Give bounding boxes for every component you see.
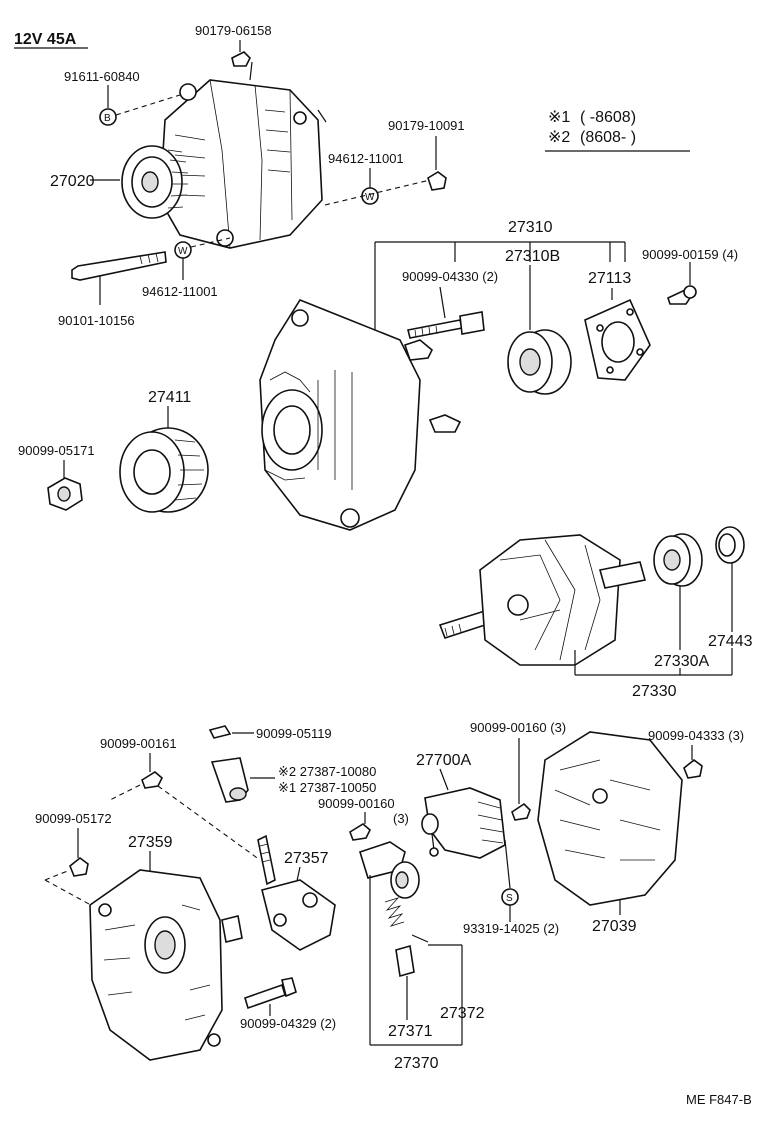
label-27020: 27020 [50, 173, 95, 190]
screw-90099-00161 [141, 753, 163, 789]
cap-90099-05119 [208, 725, 254, 739]
alternator-assembly [121, 61, 327, 249]
leader-91611 [115, 94, 181, 116]
bolt-90101-10156 [71, 251, 167, 305]
footer-code: ME F847-B [686, 1092, 752, 1107]
label-90099-04333: 90099-04333 (3) [648, 728, 744, 743]
legend-note1-mark: ※1 [548, 109, 570, 126]
pulley-27411 [119, 427, 209, 513]
label-90179-06158: 90179-06158 [195, 23, 272, 38]
leader-w-lower [190, 237, 231, 248]
label-27310: 27310 [508, 219, 553, 236]
bracket-27370-lines [369, 875, 463, 1046]
label-90099-05119: 90099-05119 [256, 726, 332, 741]
label-90179-10091: 90179-10091 [388, 118, 465, 133]
cover-27443 [715, 526, 745, 564]
leader-93319 [504, 839, 511, 889]
nut-90179-10091 [427, 136, 447, 191]
screw-90099-00160-a [349, 812, 371, 841]
label-90099-04330: 90099-04330 (2) [402, 269, 498, 284]
label-90099-05171: 90099-05171 [18, 443, 95, 458]
leader-00161-dash-b [157, 785, 261, 861]
label-27387-10080: ※2 27387-10080 [278, 764, 376, 779]
rear-cover-27039 [537, 731, 683, 906]
label-27700a: 27700A [416, 752, 471, 769]
nut-90099-05172 [69, 856, 89, 877]
label-90099-00160-a: 90099-00160 [318, 796, 395, 811]
symbol-w-upper: W [365, 192, 375, 203]
label-94612-11001-upper: 94612-11001 [328, 151, 404, 166]
label-27113: 27113 [588, 270, 631, 287]
legend-note2-mark: ※2 [548, 129, 570, 146]
leader-00161-dash-a [109, 784, 141, 801]
screw-symbol-s: S [501, 888, 519, 906]
label-27039: 27039 [592, 918, 637, 935]
label-90099-00161: 90099-00161 [100, 736, 177, 751]
washer-symbol-w-lower: W [174, 241, 192, 259]
symbol-b: B [104, 113, 111, 124]
legend-note2-range: (8608- ) [580, 129, 636, 146]
stud-90099-04330 [407, 311, 485, 339]
screw-90099-00159 [667, 285, 697, 305]
label-90099-04329: 90099-04329 (2) [240, 1016, 336, 1031]
label-90099-00160-a-qty: (3) [393, 811, 409, 826]
label-27370: 27370 [394, 1055, 439, 1072]
legend-note1-range: ( -8608) [580, 109, 636, 126]
label-27443: 27443 [708, 633, 753, 650]
nut-90179-06158 [231, 40, 251, 67]
label-27411: 27411 [148, 389, 191, 406]
brush-holder-27357 [257, 834, 336, 951]
label-27330a: 27330A [654, 653, 709, 670]
leader-05172-dash-b [44, 869, 71, 881]
label-27359: 27359 [128, 834, 173, 851]
bearing-27330a [653, 533, 703, 587]
nut-90099-05171 [47, 477, 83, 511]
drive-end-frame [259, 299, 462, 531]
retainer-plate-27113 [584, 298, 651, 381]
label-94612-11001-lower: 94612-11001 [142, 284, 218, 299]
bearing-27310b [507, 329, 572, 395]
label-90099-05172: 90099-05172 [35, 811, 112, 826]
label-27330: 27330 [632, 683, 677, 700]
bracket-27310-lines [374, 241, 691, 345]
label-90099-00159: 90099-00159 (4) [642, 247, 738, 262]
rectifier-end-frame-27359 [89, 869, 243, 1061]
leader-05172-dash [44, 879, 101, 911]
rotor-27330 [438, 534, 647, 666]
label-27357: 27357 [284, 850, 329, 867]
legend: ※1 ( -8608) ※2 (8608- ) [545, 109, 690, 152]
label-90099-00160-b: 90099-00160 (3) [470, 720, 566, 735]
label-27371: 27371 [388, 1023, 433, 1040]
rotor-bracket-lines [574, 563, 733, 676]
screw-90099-00160-b [511, 738, 531, 821]
label-93319-14025: 93319-14025 (2) [463, 921, 559, 936]
spec-label: 12V 45A [14, 31, 77, 48]
symbol-w-lower: W [178, 246, 188, 257]
label-91611-60840: 91611-60840 [64, 69, 140, 84]
bolt-90099-04329 [244, 977, 297, 1016]
regulator-27387 [210, 757, 275, 803]
label-27310b: 27310B [505, 248, 560, 265]
terminal-cap-symbol-b: B [99, 108, 117, 126]
label-27387-10050: ※1 27387-10050 [278, 780, 376, 795]
symbol-s: S [506, 893, 513, 904]
brush-assembly-27370 [359, 841, 429, 978]
label-90101-10156: 90101-10156 [58, 313, 135, 328]
leader-27700a [439, 768, 449, 791]
label-27372: 27372 [440, 1005, 485, 1022]
nut-90099-04333 [683, 745, 703, 779]
rectifier-27700a [421, 787, 506, 859]
